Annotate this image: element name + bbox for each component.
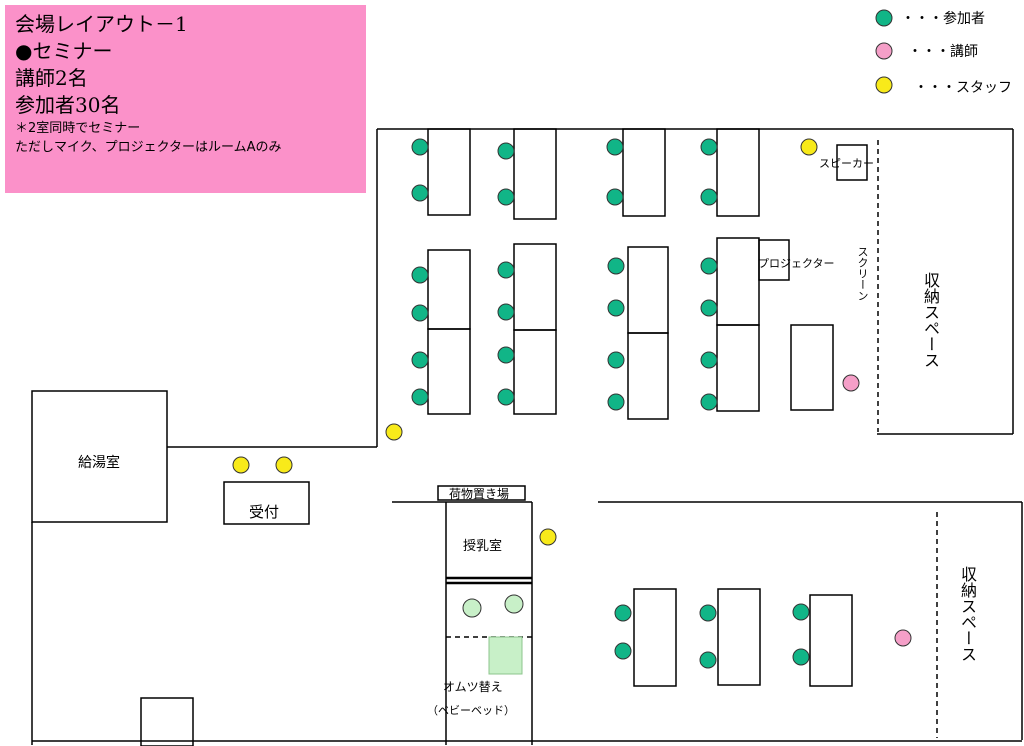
participant-seat <box>497 188 515 206</box>
nursing-seat <box>462 598 482 618</box>
staff-position <box>539 528 557 546</box>
baby-bed <box>488 636 523 675</box>
participant-seat <box>497 142 515 160</box>
table <box>716 324 760 412</box>
participant-seat <box>411 351 429 369</box>
legend-staff-marker <box>875 76 893 94</box>
table <box>627 246 669 334</box>
storage-a-label: 収納スペース <box>921 272 940 368</box>
lecturer-seat <box>842 374 860 392</box>
info-panel: 会場レイアウト－1 ●セミナー 講師2名 参加者30名 ＊2室同時でセミナー た… <box>5 5 366 193</box>
speaker-box <box>836 144 868 181</box>
speaker-label: スピーカー <box>819 157 874 170</box>
participant-seat <box>614 604 632 622</box>
participant-seat <box>607 257 625 275</box>
nursing-seat <box>504 594 524 614</box>
participant-seat <box>607 351 625 369</box>
participant-seat <box>606 138 624 156</box>
participant-seat <box>700 188 718 206</box>
kitchen-label: 給湯室 <box>78 455 120 471</box>
participant-seat <box>792 603 810 621</box>
luggage-label: 荷物置き場 <box>449 487 510 501</box>
table <box>716 128 760 217</box>
diaper-label: オムツ替え <box>443 680 503 694</box>
legend-lecturer: ・・・講師 <box>908 44 978 60</box>
participant-seat <box>411 184 429 202</box>
projector-label: プロジェクター <box>758 257 835 270</box>
luggage-area <box>437 485 526 501</box>
participant-seat <box>700 299 718 317</box>
staff-position <box>275 456 293 474</box>
participant-seat <box>497 346 515 364</box>
participant-seat <box>411 266 429 284</box>
table <box>633 588 677 687</box>
reception-label: 受付 <box>249 503 280 521</box>
participant-seat <box>497 303 515 321</box>
participant-seat <box>700 257 718 275</box>
participant-seat <box>606 188 624 206</box>
participant-seat <box>497 261 515 279</box>
participant-seat <box>411 304 429 322</box>
table <box>513 128 557 220</box>
legend-participant-marker <box>875 9 893 27</box>
baby-bed-label: （ベビーベッド） <box>427 704 515 717</box>
staff-position <box>385 423 403 441</box>
participant-seat <box>700 138 718 156</box>
table <box>716 237 760 326</box>
note-equipment: ただしマイク、プロジェクターはルームAのみ <box>15 140 282 155</box>
nursing-room-label: 授乳室 <box>463 539 503 554</box>
reception-desk <box>223 481 310 525</box>
note-simultaneous: ＊2室同時でセミナー <box>15 121 141 136</box>
layout-title: 会場レイアウト－1 <box>15 12 188 36</box>
table <box>627 332 669 420</box>
legend-lecturer-marker <box>875 42 893 60</box>
event-type: ●セミナー <box>15 39 113 63</box>
kitchen-room <box>31 390 168 523</box>
table <box>622 128 666 217</box>
table <box>717 588 761 686</box>
table <box>427 249 471 330</box>
participant-seat <box>792 648 810 666</box>
participant-seat <box>614 642 632 660</box>
legend-participant: ・・・参加者 <box>901 11 985 27</box>
staff-position <box>232 456 250 474</box>
participant-seat <box>411 388 429 406</box>
storage-b-label: 収納スペース <box>958 566 977 662</box>
staff-position <box>800 138 818 156</box>
legend-staff: ・・・スタッフ <box>914 80 1012 96</box>
lecturer-count: 講師2名 <box>15 66 88 90</box>
projector-box <box>758 239 790 281</box>
screen-label: スクリーン <box>856 246 869 301</box>
entrance-box <box>140 697 194 746</box>
participant-seat <box>699 651 717 669</box>
table <box>513 243 557 331</box>
table <box>427 128 471 216</box>
participant-seat <box>700 351 718 369</box>
participant-seat <box>411 138 429 156</box>
participant-count: 参加者30名 <box>15 93 121 117</box>
lecturer-seat <box>894 629 912 647</box>
table <box>513 329 557 415</box>
lecturer-table <box>790 324 834 411</box>
table <box>427 328 471 415</box>
table <box>809 594 853 687</box>
participant-seat <box>607 299 625 317</box>
participant-seat <box>700 393 718 411</box>
participant-seat <box>607 393 625 411</box>
participant-seat <box>497 388 515 406</box>
participant-seat <box>699 604 717 622</box>
